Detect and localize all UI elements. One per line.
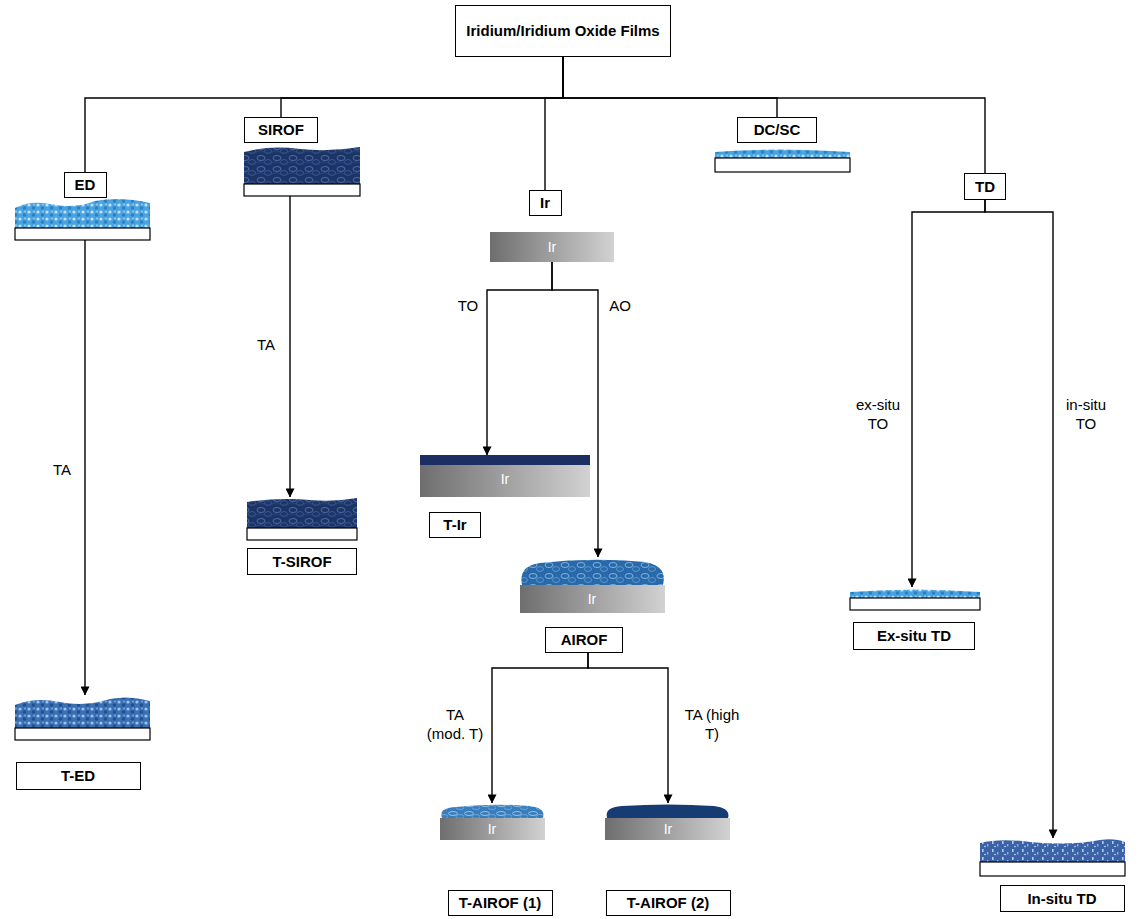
method-box: TD (964, 173, 1006, 200)
method-box: SIROF (244, 117, 360, 196)
process-arrow (492, 653, 588, 803)
process-label: TA (51, 461, 73, 480)
process-arrow (985, 200, 1053, 838)
result-box: T-AIROF (1) (438, 803, 553, 916)
method-box: ED (15, 172, 150, 240)
root-box: Iridium/Iridium Oxide Films (455, 5, 671, 57)
process-label: AO (607, 297, 633, 316)
process-arrow (588, 653, 668, 803)
substrate (15, 728, 150, 740)
dcsc-film (715, 150, 850, 159)
process-arrow (289, 196, 290, 497)
box-label: TD (964, 173, 1006, 200)
process-label: TA (high T) (681, 706, 743, 744)
t-airof-film (607, 805, 729, 819)
substrate (715, 158, 850, 172)
thermal-oxide-layer (420, 455, 590, 465)
box-label: SIROF (244, 117, 318, 143)
method-box: DC/SC (715, 117, 850, 172)
box-label: T-SIROF (247, 548, 357, 575)
substrate (247, 528, 357, 540)
box-label: AIROF (545, 627, 623, 653)
process-label: ex-situ TO (848, 396, 908, 434)
result-box: T-SIROF (247, 497, 357, 575)
airof-film (521, 560, 664, 585)
iridium-bar (440, 818, 545, 840)
material-label: Ir (501, 471, 510, 487)
box-label: Iridium/Iridium Oxide Films (455, 5, 671, 57)
t-airof-film (441, 805, 543, 818)
iridium-bar (420, 455, 590, 497)
substrate (15, 228, 150, 240)
in-situ-film (980, 839, 1125, 862)
iridium-bar (605, 818, 730, 840)
process-arrow (84, 240, 85, 695)
iridium-bar (520, 585, 665, 613)
substrate (244, 184, 360, 196)
iridium-bar (490, 232, 614, 262)
result-box: In-situ TD (980, 838, 1125, 912)
tree-line (563, 57, 777, 117)
tree-line (545, 57, 563, 190)
result-box: Ex-situ TD (850, 587, 980, 650)
material-label: Ir (488, 821, 497, 837)
material-label: Ir (548, 239, 557, 255)
tree-line (563, 57, 985, 173)
box-label: T-Ir (429, 512, 481, 538)
tree-line (85, 57, 563, 172)
result-box: T-ED (15, 695, 150, 790)
process-arrow (552, 262, 598, 557)
result-box: T-Ir (420, 455, 590, 538)
process-arrow (912, 200, 985, 587)
material-label: Ir (664, 821, 673, 837)
tree-line (281, 57, 563, 117)
process-label: TA (255, 336, 277, 355)
box-label: T-AIROF (2) (606, 890, 731, 916)
substrate (850, 598, 980, 610)
box-label: Ex-situ TD (853, 622, 975, 650)
process-label: TA (mod. T) (424, 706, 486, 744)
t-sirof-film (247, 498, 357, 528)
substrate (980, 862, 1125, 876)
box-label: In-situ TD (1000, 885, 1125, 912)
t-ed-film (15, 697, 150, 728)
process-label: TO (456, 297, 481, 316)
result-box: T-AIROF (2) (604, 803, 731, 916)
ex-situ-film (850, 590, 980, 599)
process-label: in-situ TO (1056, 396, 1116, 434)
material-label: Ir (588, 591, 597, 607)
box-label: DC/SC (737, 117, 817, 143)
box-label: T-AIROF (1) (448, 890, 553, 916)
box-label: Ir (529, 190, 562, 216)
process-arrow (487, 262, 552, 455)
sirof-film (244, 147, 360, 184)
box-label: ED (64, 172, 107, 198)
ed-film (15, 199, 150, 228)
box-label: T-ED (16, 762, 141, 790)
